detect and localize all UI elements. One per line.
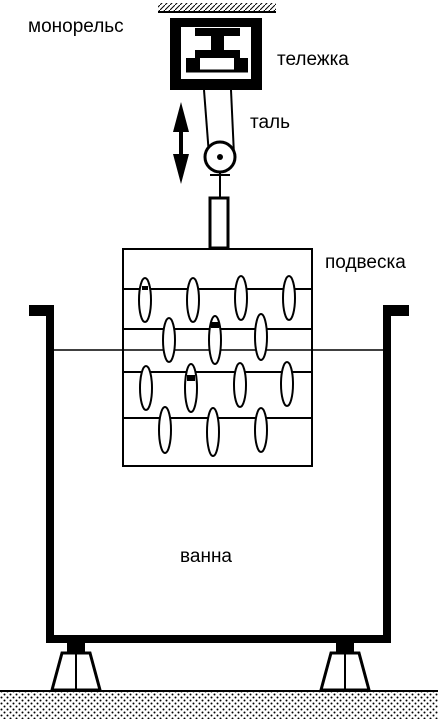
rack — [122, 248, 313, 467]
plated-parts — [138, 275, 296, 457]
bath-supports — [50, 643, 371, 692]
lift-arrow-icon — [173, 102, 189, 184]
hoist — [203, 89, 237, 198]
label-bath: ванна — [180, 546, 232, 567]
label-monorail: монорельс — [28, 16, 124, 37]
floor — [0, 690, 438, 719]
hanger-rod — [208, 196, 230, 250]
support-right — [319, 643, 371, 692]
trolley — [170, 18, 262, 90]
label-trolley: тележка — [277, 49, 349, 70]
label-hoist: таль — [250, 112, 291, 133]
ceiling-beam — [158, 3, 276, 13]
label-rack: подвеска — [325, 252, 406, 273]
support-left — [50, 643, 102, 692]
